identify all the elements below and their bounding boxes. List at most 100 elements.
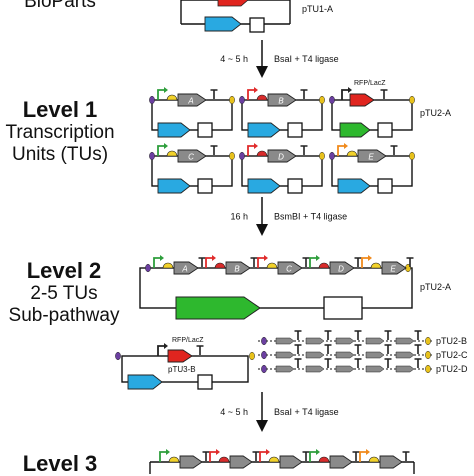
level2-promoter-2-head bbox=[212, 255, 216, 261]
level2-terminator-2 bbox=[250, 257, 258, 267]
level3-promoter-3 bbox=[259, 451, 267, 462]
level1-title: Level 1 bbox=[22, 97, 98, 122]
side-site-left-2 bbox=[261, 350, 267, 360]
tu-rbs-1 bbox=[166, 94, 178, 101]
level2-promoter-2 bbox=[205, 257, 213, 268]
ptu3b-origin-box bbox=[197, 374, 213, 390]
level2-rbs-2 bbox=[214, 262, 226, 269]
top-origin-box bbox=[249, 17, 265, 33]
tu-blue-marker-5 bbox=[247, 178, 281, 194]
side-terminator-3-1 bbox=[294, 358, 302, 368]
level2-label: Level 2 2-5 TUs Sub-pathway bbox=[0, 258, 128, 327]
side-terminator-2-3 bbox=[354, 344, 362, 354]
side-terminator-1-2 bbox=[324, 330, 332, 340]
side-cds-1-2 bbox=[305, 337, 325, 345]
level3-rbs-3 bbox=[268, 456, 280, 463]
level1-label: Level 1 Transcription Units (TUs) bbox=[0, 97, 120, 166]
level3-rbs-2 bbox=[218, 456, 230, 463]
level2-cds-5 bbox=[381, 261, 407, 275]
tu-origin-box-2 bbox=[287, 122, 303, 138]
side-cds-3-5 bbox=[395, 365, 415, 373]
side-vector-label-1: pTU2-B bbox=[436, 336, 467, 346]
level2-terminator-4 bbox=[354, 257, 362, 267]
tu-origin-box-3 bbox=[377, 122, 393, 138]
side-terminator-3-2 bbox=[324, 358, 332, 368]
tu-origin-box-4 bbox=[197, 178, 213, 194]
step-enzymes-3: BsaI + T4 ligase bbox=[274, 407, 339, 417]
tu-cds-2 bbox=[267, 93, 297, 107]
tu-terminator-4 bbox=[210, 145, 218, 155]
tu-cds-5 bbox=[267, 149, 297, 163]
ptu3b-terminator bbox=[196, 345, 204, 355]
level2-title: Level 2 bbox=[26, 258, 102, 283]
ptu3b-rfp-cds bbox=[167, 349, 193, 363]
level3-label: Level 3 bbox=[0, 451, 120, 476]
tu-green-marker bbox=[339, 122, 371, 138]
side-cds-3-1 bbox=[275, 365, 295, 373]
side-terminator-2-1 bbox=[294, 344, 302, 354]
level2-promoter-5-head bbox=[368, 255, 372, 261]
side-terminator-1-1 bbox=[294, 330, 302, 340]
side-terminator-1-5 bbox=[414, 330, 422, 340]
tu-cds-4 bbox=[177, 149, 207, 163]
ptu3b-site-left bbox=[115, 351, 121, 361]
side-terminator-3-5 bbox=[414, 358, 422, 368]
tu-blue-marker-1 bbox=[157, 122, 191, 138]
side-cds-1-1 bbox=[275, 337, 295, 345]
level2-rbs-5 bbox=[370, 262, 382, 269]
level2-terminator-3 bbox=[302, 257, 310, 267]
tu-site-left-2 bbox=[239, 95, 245, 105]
tu-promoter-6-head bbox=[344, 143, 348, 149]
side-terminator-2-4 bbox=[384, 344, 392, 354]
step-time-1: 4 ~ 5 h bbox=[220, 54, 248, 64]
side-cds-1-5 bbox=[395, 337, 415, 345]
ptu3b-site-right bbox=[249, 351, 255, 361]
level3-promoter-5 bbox=[359, 451, 367, 462]
tu-site-right-6 bbox=[409, 151, 415, 161]
level3-rbs-5 bbox=[368, 456, 380, 463]
level3-cds-3 bbox=[279, 455, 303, 469]
tu-site-left-5 bbox=[239, 151, 245, 161]
tu-promoter-3-head bbox=[348, 87, 352, 93]
level3-promoter-2 bbox=[209, 451, 217, 462]
level3-terminator-3 bbox=[302, 451, 310, 461]
level2-cds-letter-1: A bbox=[181, 265, 187, 274]
side-terminator-3-4 bbox=[384, 358, 392, 368]
level1-subtitle-line1: Transcription bbox=[5, 122, 115, 144]
level2-rbs-1 bbox=[162, 262, 174, 269]
bioparts-title: BioParts bbox=[24, 0, 96, 12]
side-site-right-1 bbox=[425, 336, 431, 346]
step-enzymes-1: BsaI + T4 ligase bbox=[274, 54, 339, 64]
level2-promoter-4 bbox=[309, 257, 317, 268]
side-site-left-3 bbox=[261, 364, 267, 374]
tu-cds-letter-6: E bbox=[368, 153, 374, 162]
level3-terminator-5 bbox=[402, 451, 410, 461]
level3-terminator-1 bbox=[202, 451, 210, 461]
tu-promoter-1 bbox=[157, 89, 165, 100]
tu-promoter-6 bbox=[337, 145, 345, 156]
bioparts-label: BioParts bbox=[0, 0, 120, 13]
tu-cds-6 bbox=[357, 149, 387, 163]
level3-promoter-1 bbox=[159, 451, 167, 462]
tu-promoter-4-head bbox=[164, 143, 168, 149]
tu-promoter-2 bbox=[247, 89, 255, 100]
side-vector-label-3: pTU2-D bbox=[436, 364, 468, 374]
tu-promoter-3 bbox=[341, 89, 349, 100]
side-terminator-2-2 bbox=[324, 344, 332, 354]
tu-blue-marker-6 bbox=[337, 178, 371, 194]
step-time-3: 4 ~ 5 h bbox=[220, 407, 248, 417]
level3-cds-2 bbox=[229, 455, 253, 469]
level2-origin-box bbox=[323, 296, 363, 320]
level2-subtitle-line2: Sub-pathway bbox=[8, 305, 120, 327]
tu-terminator-3 bbox=[380, 89, 388, 99]
level3-promoter-2-head bbox=[216, 449, 220, 455]
tu-site-right-4 bbox=[229, 151, 235, 161]
tu-cds-letter-5: D bbox=[278, 153, 284, 162]
level3-promoter-4-head bbox=[316, 449, 320, 455]
tu-rfp-label: RFP/LacZ bbox=[354, 80, 386, 87]
tu-site-left-4 bbox=[149, 151, 155, 161]
level3-terminator-4 bbox=[352, 451, 360, 461]
ptu3b-rfp-label: RFP/LacZ bbox=[172, 337, 204, 344]
level3-promoter-1-head bbox=[166, 449, 170, 455]
level2-promoter-5 bbox=[361, 257, 369, 268]
